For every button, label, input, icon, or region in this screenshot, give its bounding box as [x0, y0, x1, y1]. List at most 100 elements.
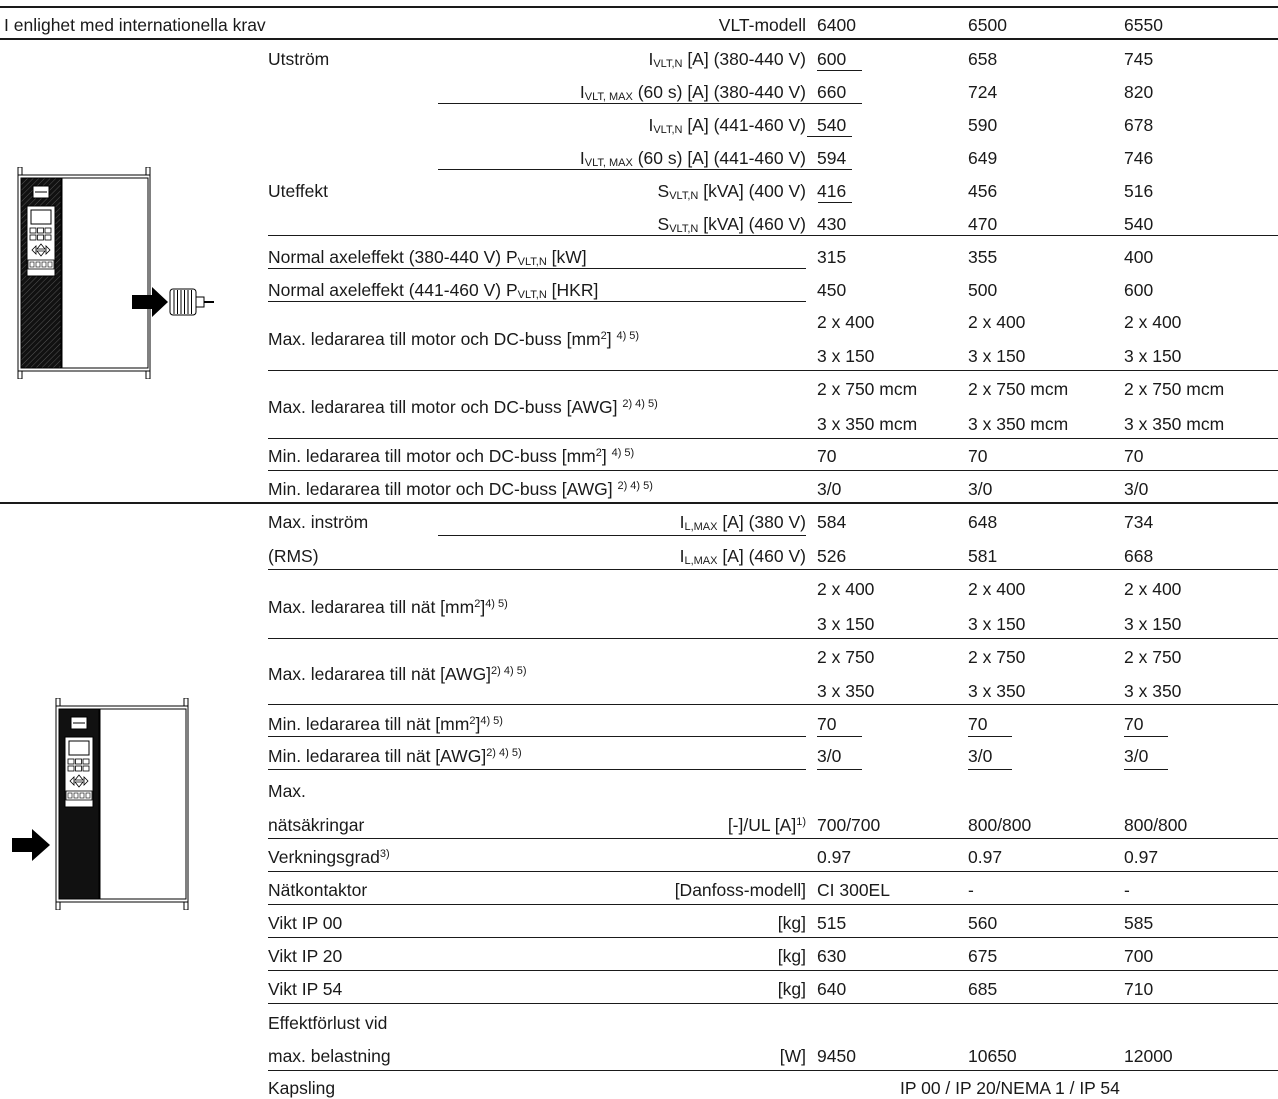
rule	[268, 904, 1278, 905]
fuses-value-2: 800/800	[968, 815, 1032, 835]
output-value-5-1: 416	[817, 181, 847, 201]
weight-value-3-1: 640	[817, 979, 847, 999]
net-min-mm2-value-3: 70	[1124, 714, 1144, 734]
output-value-5-3: 516	[1124, 181, 1154, 201]
output-value-4-1: 594	[817, 148, 847, 168]
cable-max-awg-a-1: 2 x 750 mcm	[817, 379, 918, 399]
cable-min-awg-value-2: 3/0	[968, 479, 993, 499]
cable-max-mm2-label: Max. ledararea till motor och DC-buss [m…	[268, 329, 640, 349]
rule	[268, 838, 1278, 839]
power-loss-value-2: 10650	[968, 1046, 1017, 1066]
fuses-label-1: Max.	[268, 781, 306, 801]
instrom-label-2: (RMS)	[268, 546, 319, 566]
output-param-2: IVLT, MAX (60 s) [A] (380-440 V)	[579, 82, 806, 103]
net-min-mm2-label: Min. ledararea till nät [mm2]4) 5)	[268, 714, 503, 734]
output-value-1-2: 658	[968, 49, 998, 69]
fuses-unit: [-]/UL [A]1)	[727, 815, 806, 835]
input-value-1-1: 584	[817, 512, 847, 532]
input-param-1: IL,MAX [A] (380 V)	[679, 512, 806, 533]
net-max-mm2-a-3: 2 x 400	[1124, 579, 1182, 599]
net-max-awg-b-1: 3 x 350	[817, 681, 875, 701]
net-min-mm2-value-2: 70	[968, 714, 988, 734]
weight-label-3: Vikt IP 54	[268, 979, 343, 999]
rule	[268, 569, 1278, 570]
rule	[268, 438, 1278, 439]
input-value-2-1: 526	[817, 546, 847, 566]
cable-max-mm2-a-2: 2 x 400	[968, 312, 1026, 332]
rule	[818, 202, 852, 203]
output-value-6-3: 540	[1124, 214, 1154, 234]
output-value-6-1: 430	[817, 214, 847, 234]
rule	[268, 970, 1278, 971]
header-title: I enlighet med internationella krav	[4, 15, 266, 35]
instrom-label-1: Max. inström	[268, 512, 369, 532]
net-min-awg-value-2: 3/0	[968, 746, 993, 766]
efficiency-value-3: 0.97	[1124, 847, 1159, 867]
fuses-value-1: 700/700	[817, 815, 881, 835]
rule	[268, 769, 806, 770]
shaft-value-2-2: 500	[968, 280, 998, 300]
cable-max-mm2-b-3: 3 x 150	[1124, 346, 1182, 366]
fuses-value-3: 800/800	[1124, 815, 1188, 835]
shaft-value-2-3: 600	[1124, 280, 1154, 300]
shaft-value-1-1: 315	[817, 247, 847, 267]
output-param-3: IVLT,N [A] (441-460 V)	[648, 115, 806, 136]
header-rule	[0, 38, 1278, 40]
net-max-awg-a-1: 2 x 750	[817, 647, 875, 667]
utstrom-label: Utström	[268, 49, 330, 69]
cable-max-mm2-b-1: 3 x 150	[817, 346, 875, 366]
cable-max-awg-label: Max. ledararea till motor och DC-buss [A…	[268, 397, 658, 417]
output-param-5: SVLT,N [kVA] (400 V)	[657, 181, 806, 202]
input-value-2-2: 581	[968, 546, 998, 566]
net-max-awg-b-2: 3 x 350	[968, 681, 1026, 701]
rule	[968, 769, 1012, 770]
output-value-4-3: 746	[1124, 148, 1154, 168]
weight-value-1-2: 560	[968, 913, 998, 933]
output-value-3-3: 678	[1124, 115, 1154, 135]
net-max-mm2-a-1: 2 x 400	[817, 579, 875, 599]
input-value-1-2: 648	[968, 512, 998, 532]
weight-label-1: Vikt IP 00	[268, 913, 343, 933]
header-model-label: VLT-modell	[718, 15, 806, 35]
net-max-mm2-b-3: 3 x 150	[1124, 614, 1182, 634]
drive-with-motor-illustration	[16, 166, 216, 380]
rule	[1124, 769, 1168, 770]
rule	[807, 136, 852, 137]
rule	[968, 736, 1012, 737]
cable-max-awg-b-3: 3 x 350 mcm	[1124, 414, 1225, 434]
rule	[268, 1070, 1278, 1071]
rule	[268, 235, 1278, 236]
rule	[268, 638, 1278, 639]
rule	[1124, 736, 1168, 737]
drive-with-input-illustration	[12, 697, 192, 911]
weight-value-2-1: 630	[817, 946, 847, 966]
cable-max-mm2-a-3: 2 x 400	[1124, 312, 1182, 332]
input-value-1-3: 734	[1124, 512, 1154, 532]
weight-value-1-1: 515	[817, 913, 847, 933]
rule	[268, 736, 806, 737]
weight-value-3-3: 710	[1124, 979, 1154, 999]
output-value-3-1: 540	[817, 115, 847, 135]
power-loss-value-3: 12000	[1124, 1046, 1173, 1066]
rule	[268, 871, 1278, 872]
cable-max-awg-b-1: 3 x 350 mcm	[817, 414, 918, 434]
contactor-value-3: -	[1124, 880, 1130, 900]
uteffekt-label: Uteffekt	[268, 181, 328, 201]
net-max-awg-a-3: 2 x 750	[1124, 647, 1182, 667]
output-value-3-2: 590	[968, 115, 998, 135]
fuses-label-2: nätsäkringar	[268, 815, 365, 835]
cable-max-awg-a-3: 2 x 750 mcm	[1124, 379, 1225, 399]
weight-value-2-3: 700	[1124, 946, 1154, 966]
net-min-awg-label: Min. ledararea till nät [AWG]2) 4) 5)	[268, 746, 522, 766]
weight-value-1-3: 585	[1124, 913, 1154, 933]
power-loss-value-1: 9450	[817, 1046, 856, 1066]
net-max-mm2-b-1: 3 x 150	[817, 614, 875, 634]
net-min-awg-value-1: 3/0	[817, 746, 842, 766]
rule	[438, 169, 852, 170]
power-loss-unit: [W]	[779, 1046, 806, 1066]
weight-unit-2: [kg]	[777, 946, 806, 966]
weight-unit-3: [kg]	[777, 979, 806, 999]
output-value-1-1: 600	[817, 49, 847, 69]
output-value-6-2: 470	[968, 214, 998, 234]
